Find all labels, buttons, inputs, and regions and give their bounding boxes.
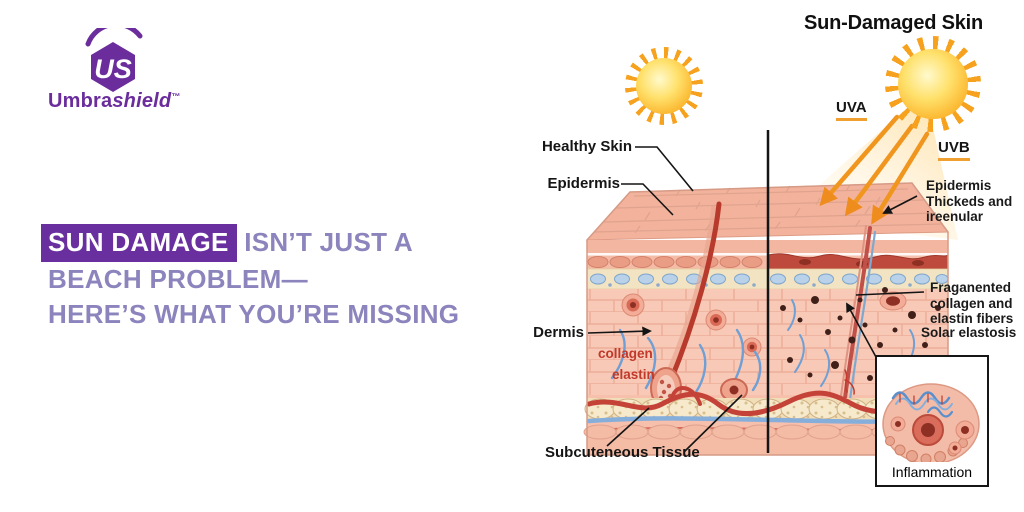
label-epidermis-damaged-line3: ireenular xyxy=(926,209,984,224)
brand-monogram: US xyxy=(94,54,132,84)
elastin-fibers-healthy xyxy=(610,328,762,394)
dna-strands xyxy=(891,391,954,418)
headline: SUN DAMAGE ISN’T JUST A BEACH PROBLEM— H… xyxy=(41,224,498,332)
label-epidermis-damaged-line1: Epidermis xyxy=(926,178,992,193)
label-inflammation: Inflammation xyxy=(891,464,973,480)
brand-logo-icon: US xyxy=(85,28,143,92)
label-dermis: Dermis xyxy=(533,324,584,341)
headline-line-3: HERE’S WHAT YOU’RE MISSING xyxy=(48,299,460,329)
label-subcutaneous-tissue: Subcuteneous Tissue xyxy=(545,444,700,461)
headline-highlight: SUN DAMAGE xyxy=(41,224,237,262)
brand-name-bold: Umbra xyxy=(48,90,113,112)
headline-line-1: SUN DAMAGE ISN’T JUST A xyxy=(41,224,498,262)
label-uvb: UVB xyxy=(938,139,970,161)
label-collagen: collagen xyxy=(598,346,653,361)
top-face-brick-lines xyxy=(593,184,944,234)
headline-line-1-rest: ISN’T JUST A xyxy=(236,227,413,257)
headline-line-2: BEACH PROBLEM— xyxy=(48,264,308,294)
label-fragmented-line3: elastin fibers xyxy=(930,311,1014,326)
brand-logo: US Umbrashield™ xyxy=(48,28,198,113)
label-fragmented-collagen: Fraganented collagen and elastin fibers xyxy=(930,280,1013,327)
label-uva: UVA xyxy=(836,99,867,121)
label-epidermis-damaged: Epidermis Thickeds and ireenular xyxy=(926,178,1012,225)
granular-layer-healthy xyxy=(587,256,768,269)
label-epidermis-damaged-line2: Thickeds and xyxy=(926,193,1013,209)
label-solar-elastosis: Solar elastosis xyxy=(921,325,1017,340)
dermis-cells-healthy xyxy=(621,293,762,357)
diagram-title: Sun-Damaged Skin xyxy=(804,12,984,34)
brand-wordmark: Umbrashield™ xyxy=(48,90,198,113)
label-fragmented-line1: Fraganented xyxy=(930,280,1012,295)
label-healthy-skin: Healthy Skin xyxy=(541,138,632,155)
trademark-symbol: ™ xyxy=(171,91,181,102)
leader-lines xyxy=(587,146,925,453)
label-uvb-text: UVB xyxy=(938,139,970,161)
label-fragmented-line2: collagen and xyxy=(930,295,1013,311)
sun-icon-healthy xyxy=(625,47,703,125)
label-elastin: elastin xyxy=(612,367,655,382)
label-uva-text: UVA xyxy=(836,99,867,121)
inflammation-inset xyxy=(875,355,989,487)
sun-icon-damaged xyxy=(885,36,981,132)
label-epidermis: Epidermis xyxy=(547,175,620,192)
brand-name-italic: shield xyxy=(112,90,172,112)
